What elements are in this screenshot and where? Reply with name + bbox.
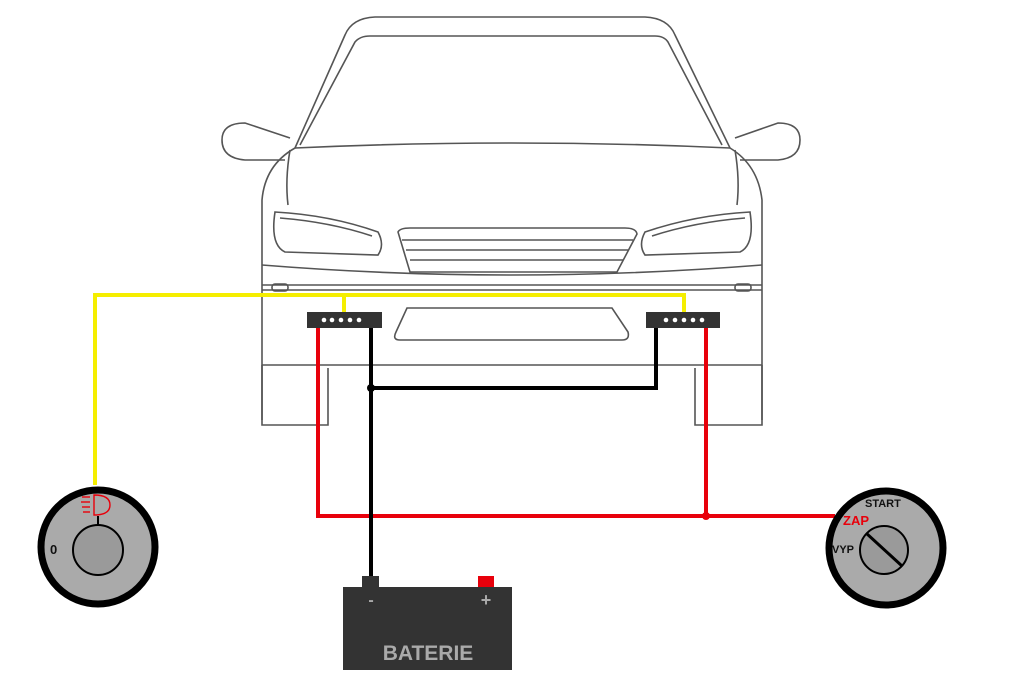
right-mirror — [734, 122, 801, 161]
yellow-wire — [93, 293, 686, 485]
right-wheel — [694, 365, 763, 426]
left-headlight — [272, 211, 383, 256]
battery-plus-label: + — [481, 590, 492, 610]
right-headlight — [640, 211, 753, 256]
ignition-start-label: START — [865, 498, 901, 510]
license-plate — [393, 307, 630, 341]
left-drl-module — [307, 312, 382, 328]
ignition-switch[interactable]: START ZAP VYP — [825, 487, 947, 609]
light-switch[interactable]: 0 — [37, 486, 159, 608]
right-drl-module — [646, 312, 720, 328]
grille — [397, 227, 638, 273]
battery-label: BATERIE — [383, 642, 474, 665]
left-wheel — [261, 365, 329, 426]
ignition-on-label: ZAP — [843, 513, 869, 528]
headlight-icon — [81, 494, 111, 516]
car-outline — [221, 16, 801, 426]
ignition-off-label: VYP — [832, 544, 854, 556]
red-wire — [316, 326, 835, 520]
black-wire — [367, 326, 658, 578]
battery: - + BATERIE — [343, 576, 512, 670]
battery-minus-label: - — [368, 592, 373, 609]
light-switch-off-label: 0 — [50, 542, 57, 557]
left-mirror — [221, 122, 291, 161]
